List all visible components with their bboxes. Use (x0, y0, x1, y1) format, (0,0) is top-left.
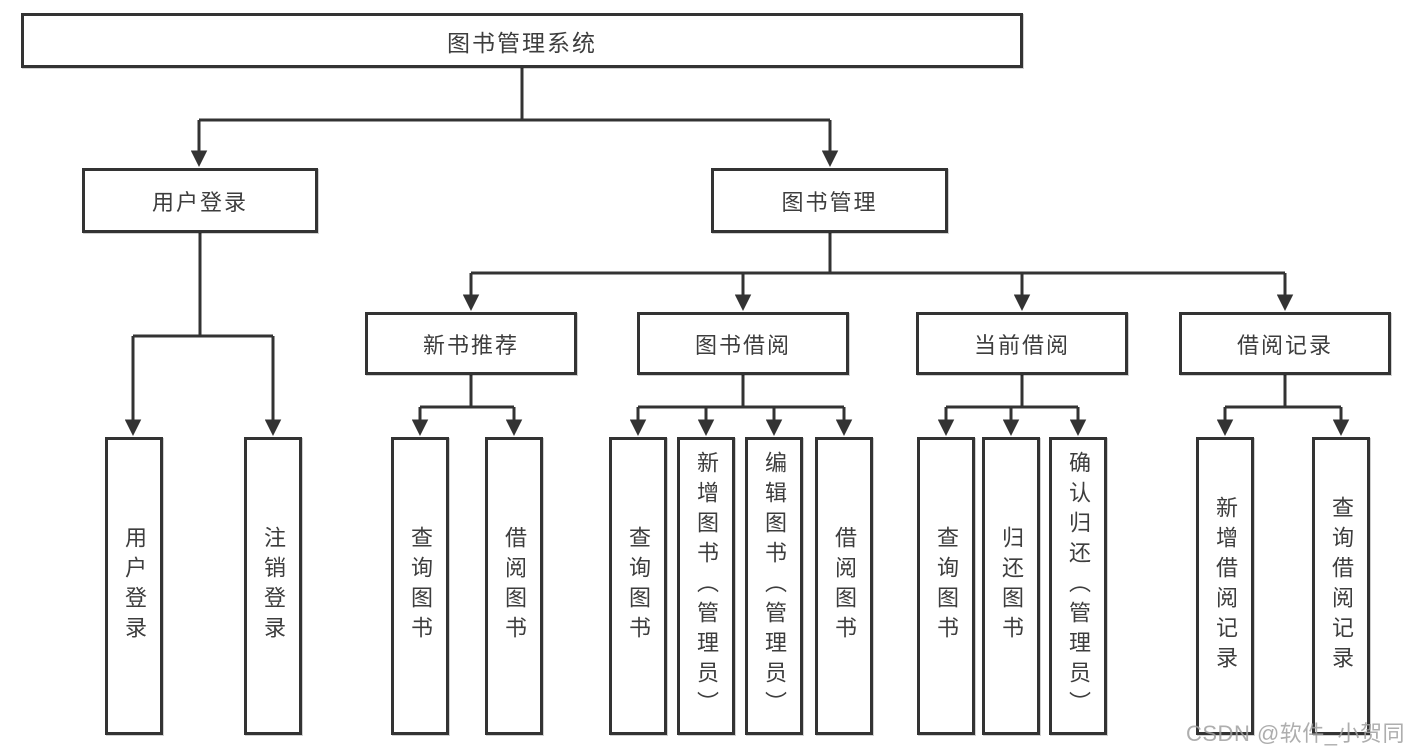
node-book-management: 图书管理 (711, 168, 948, 233)
node-borrow-record: 借阅记录 (1179, 312, 1391, 375)
node-library-management-system: 图书管理系统 (21, 13, 1023, 68)
leaf-bb-edit-book-admin-label: 编辑图书（管理员） (762, 451, 787, 721)
node-new-book-recommend: 新书推荐 (365, 312, 577, 375)
leaf-bb-add-book-admin-label: 新增图书（管理员） (694, 451, 719, 721)
leaf-user-login-label: 用户登录 (122, 526, 147, 646)
leaf-cb-query-book-label: 查询图书 (934, 526, 959, 646)
leaf-cb-confirm-return-admin-label: 确认归还（管理员） (1066, 451, 1091, 721)
leaf-bb-borrow-book: 借阅图书 (815, 437, 873, 735)
leaf-nbr-query-book-label: 查询图书 (408, 526, 433, 646)
leaf-cb-query-book: 查询图书 (917, 437, 975, 735)
leaf-bb-query-book-label: 查询图书 (626, 526, 651, 646)
node-user-login: 用户登录 (82, 168, 318, 233)
csdn-watermark: CSDN @软件_小贺同学 (1186, 721, 1405, 746)
leaf-br-add-record: 新增借阅记录 (1196, 437, 1254, 735)
leaf-bb-edit-book-admin: 编辑图书（管理员） (745, 437, 803, 735)
leaf-nbr-borrow-book: 借阅图书 (485, 437, 543, 735)
leaf-bb-borrow-book-label: 借阅图书 (832, 526, 857, 646)
leaf-user-login: 用户登录 (105, 437, 163, 735)
leaf-cb-confirm-return-admin: 确认归还（管理员） (1049, 437, 1107, 735)
leaf-nbr-borrow-book-label: 借阅图书 (502, 526, 527, 646)
leaf-cb-return-book: 归还图书 (982, 437, 1040, 735)
leaf-logout: 注销登录 (244, 437, 302, 735)
leaf-br-query-record: 查询借阅记录 (1312, 437, 1370, 735)
node-book-borrow: 图书借阅 (637, 312, 849, 375)
leaf-br-add-record-label: 新增借阅记录 (1213, 496, 1238, 676)
leaf-br-query-record-label: 查询借阅记录 (1329, 496, 1354, 676)
leaf-cb-return-book-label: 归还图书 (999, 526, 1024, 646)
leaf-nbr-query-book: 查询图书 (391, 437, 449, 735)
leaf-bb-add-book-admin: 新增图书（管理员） (677, 437, 735, 735)
leaf-bb-query-book: 查询图书 (609, 437, 667, 735)
node-current-borrow: 当前借阅 (916, 312, 1128, 375)
leaf-logout-label: 注销登录 (261, 526, 286, 646)
